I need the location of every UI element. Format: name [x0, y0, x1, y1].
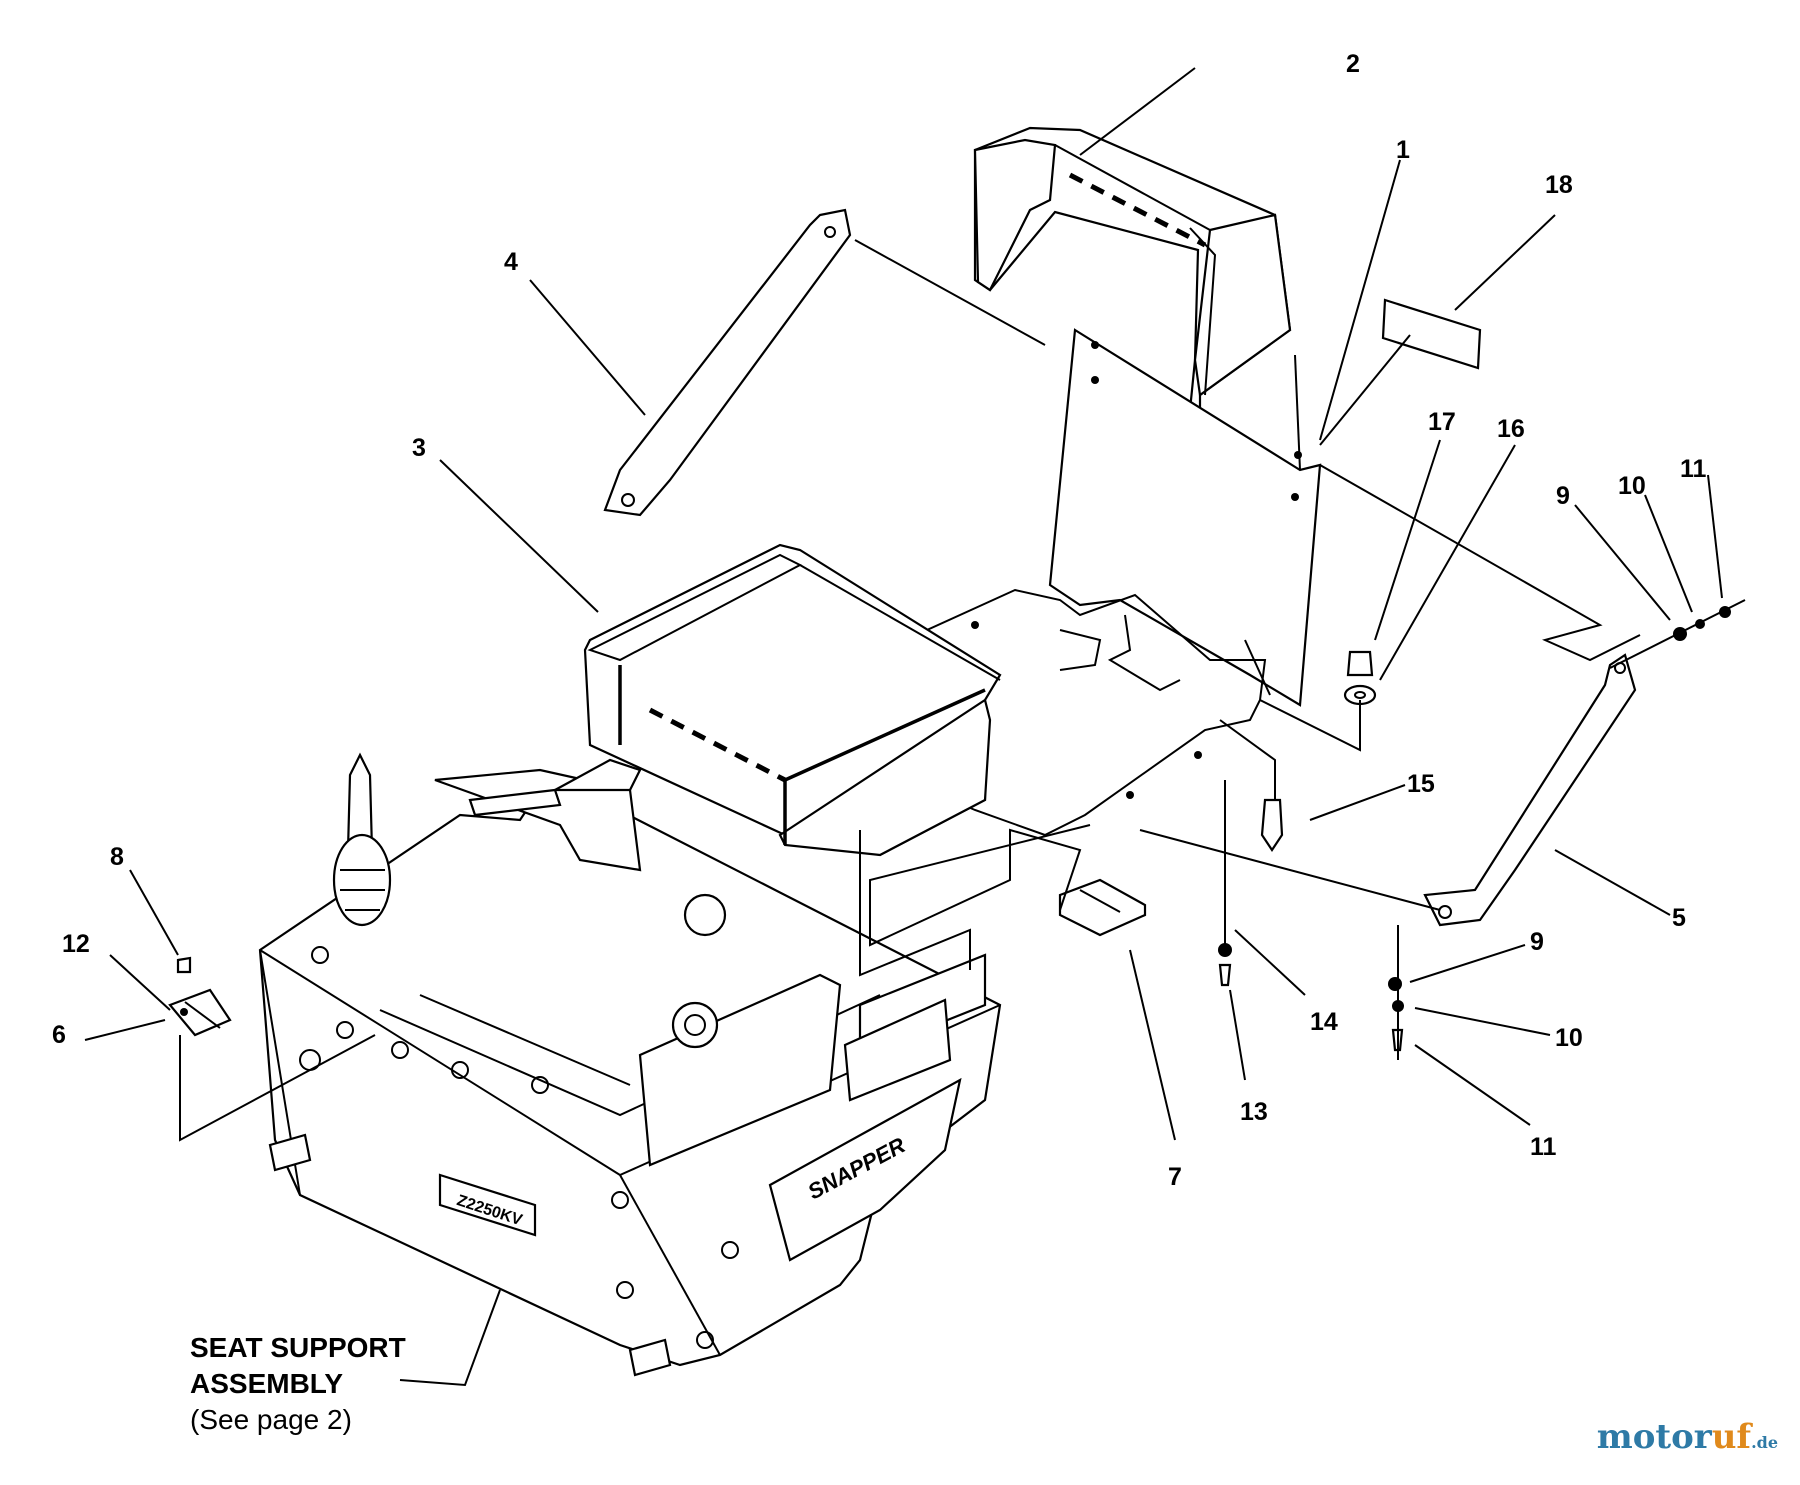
callout-7: 7: [1168, 1163, 1182, 1191]
callout-10-top: 10: [1618, 472, 1646, 500]
callout-3: 3: [412, 434, 426, 462]
callout-13: 13: [1240, 1098, 1268, 1126]
seat-back-cushion: [973, 126, 1292, 412]
callout-12: 12: [62, 930, 90, 958]
callout-11-bottom: 11: [1530, 1133, 1557, 1161]
callout-6: 6: [52, 1021, 66, 1049]
callout-15: 15: [1407, 770, 1435, 798]
small-hinge: [168, 988, 232, 1037]
callout-2: 2: [1346, 50, 1360, 78]
callout-10-bottom: 10: [1555, 1024, 1583, 1052]
watermark-part-3: .de: [1751, 1433, 1778, 1452]
callout-labels: 2 1 18 4 3 17 16 9 10 11 15 5 9 10 11 14…: [52, 50, 1707, 1191]
seat-support-assembly: Z2250KV SNAPPER: [258, 752, 1002, 1377]
hardware-parts: [176, 606, 1731, 1052]
callout-9-bottom: 9: [1530, 928, 1544, 956]
note-line-3: (See page 2): [190, 1404, 352, 1435]
leader-lines: [84, 67, 1746, 1387]
note-line-2: ASSEMBLY: [190, 1368, 344, 1399]
hinge-bracket: [1058, 878, 1147, 937]
right-seat-brace: [1423, 653, 1637, 927]
callout-18: 18: [1545, 171, 1573, 199]
callout-14: 14: [1310, 1008, 1338, 1036]
seat-cushion: [583, 543, 1002, 857]
left-seat-brace: [603, 208, 852, 517]
callout-5: 5: [1672, 904, 1686, 932]
seat-back-pan: [1048, 328, 1322, 707]
seat-support-note: SEAT SUPPORT ASSEMBLY (See page 2): [190, 1330, 406, 1438]
callout-9-top: 9: [1556, 482, 1570, 510]
callout-11-top: 11: [1680, 455, 1707, 483]
watermark-part-2: uf: [1711, 1417, 1752, 1457]
decal-strip: [1381, 298, 1482, 370]
callout-1: 1: [1396, 136, 1410, 164]
callout-16: 16: [1497, 415, 1525, 443]
note-line-1: SEAT SUPPORT: [190, 1332, 406, 1363]
callout-8: 8: [110, 843, 124, 871]
watermark-part-1: motor: [1596, 1417, 1712, 1457]
callout-17: 17: [1428, 408, 1456, 436]
watermark-logo: motoruf.de: [1597, 1417, 1778, 1457]
callout-4: 4: [504, 248, 518, 276]
